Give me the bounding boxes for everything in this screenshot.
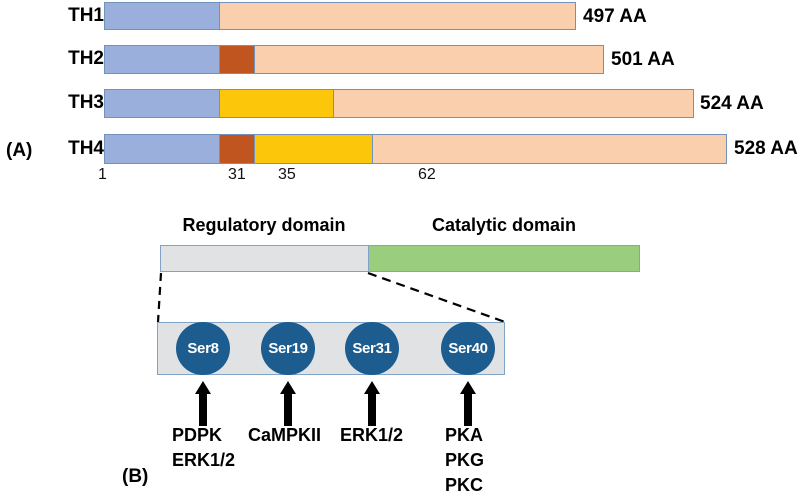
segment-rust bbox=[220, 46, 255, 73]
isoform-label-th3: TH3 bbox=[68, 92, 104, 113]
segment-rust bbox=[220, 135, 255, 163]
isoform-bar-th4 bbox=[104, 134, 727, 164]
tick-label-1: 1 bbox=[98, 166, 107, 183]
tick-label-62: 62 bbox=[418, 166, 436, 183]
segment-peach bbox=[373, 135, 726, 163]
kinase-label-ser40: PKA PKG PKC bbox=[445, 423, 484, 491]
regulatory-domain-segment bbox=[161, 246, 369, 271]
tick-label-35: 35 bbox=[278, 166, 296, 183]
segment-blue bbox=[105, 90, 220, 117]
kinase-label-ser31: ERK1/2 bbox=[340, 423, 403, 448]
kinase-name: PKG bbox=[445, 450, 485, 470]
connector-line-right bbox=[367, 271, 506, 324]
catalytic-domain-segment bbox=[369, 246, 639, 271]
isoform-label-th4: TH4 bbox=[68, 138, 104, 159]
catalytic-domain-title: Catalytic domain bbox=[431, 215, 577, 235]
isoform-bar-th2 bbox=[104, 45, 604, 74]
segment-gold bbox=[255, 135, 373, 163]
phospho-site-ser40[interactable]: Ser40 bbox=[441, 322, 495, 375]
segment-blue bbox=[105, 46, 220, 73]
panel-a-letter: (A) bbox=[6, 140, 33, 161]
segment-peach bbox=[220, 3, 575, 29]
segment-blue bbox=[105, 135, 220, 163]
kinase-label-ser8: PDPK ERK1/2 bbox=[172, 423, 235, 473]
kinase-name: ERK1/2 bbox=[172, 450, 236, 470]
arrow-shaft-ser40 bbox=[464, 393, 472, 426]
arrow-head-ser31 bbox=[364, 381, 380, 394]
tick-label-31: 31 bbox=[228, 166, 246, 183]
arrow-head-ser40 bbox=[460, 381, 476, 394]
segment-blue bbox=[105, 3, 220, 29]
kinase-name: PKA bbox=[445, 425, 484, 445]
isoform-bar-th3 bbox=[104, 89, 694, 118]
kinase-name: PDPK bbox=[172, 425, 223, 445]
arrow-head-ser8 bbox=[195, 381, 211, 394]
segment-gold bbox=[220, 90, 334, 117]
kinase-name: ERK1/2 bbox=[340, 425, 404, 445]
segment-peach bbox=[334, 90, 693, 117]
arrow-shaft-ser31 bbox=[368, 393, 376, 426]
arrow-shaft-ser19 bbox=[284, 393, 292, 426]
isoform-bar-th1 bbox=[104, 2, 576, 30]
phospho-site-ser19[interactable]: Ser19 bbox=[261, 322, 315, 375]
segment-peach bbox=[255, 46, 603, 73]
isoform-length-th2: 501 AA bbox=[611, 49, 675, 70]
phospho-site-ser31[interactable]: Ser31 bbox=[345, 322, 399, 375]
isoform-label-th2: TH2 bbox=[68, 48, 104, 69]
isoform-length-th1: 497 AA bbox=[583, 6, 647, 27]
isoform-length-th3: 524 AA bbox=[700, 93, 764, 114]
panel-b-letter: (B) bbox=[122, 466, 149, 487]
arrow-shaft-ser8 bbox=[199, 393, 207, 426]
domain-bar bbox=[160, 245, 640, 272]
arrow-head-ser19 bbox=[280, 381, 296, 394]
phospho-site-ser8[interactable]: Ser8 bbox=[176, 322, 230, 375]
kinase-name: CaMPKII bbox=[248, 425, 322, 445]
kinase-label-ser19: CaMPKII bbox=[248, 423, 321, 448]
isoform-label-th1: TH1 bbox=[68, 5, 104, 26]
regulatory-domain-title: Regulatory domain bbox=[182, 215, 346, 235]
isoform-length-th4: 528 AA bbox=[734, 138, 798, 159]
kinase-name: PKC bbox=[445, 475, 484, 491]
